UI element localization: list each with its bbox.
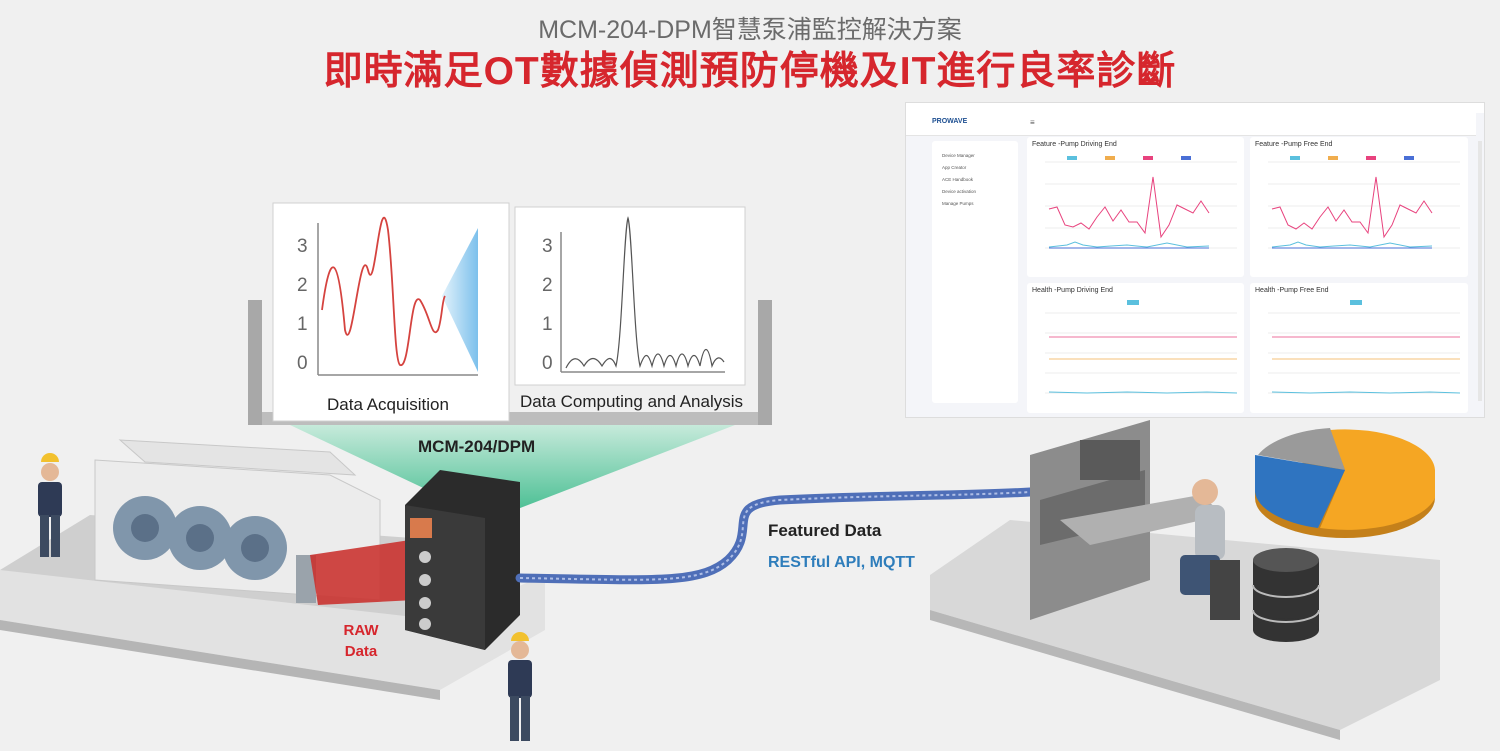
control-platform xyxy=(930,520,1440,740)
card-title: Feature -Pump Free End xyxy=(1255,141,1333,148)
acquisition-card xyxy=(272,202,510,422)
spectrum-fan xyxy=(442,228,478,372)
y-tick-1-left: 1 xyxy=(297,314,308,335)
dashboard-screenshot: PROWAVE ≡ Device Manager App Creator ACE… xyxy=(905,102,1485,418)
hamburger-menu-icon[interactable]: ≡ xyxy=(1030,118,1035,127)
pie-chart-graphic xyxy=(1255,428,1435,538)
scrollbar[interactable] xyxy=(1478,141,1482,401)
device-label: MCM-204/DPM xyxy=(418,437,536,456)
sidebar-item-manage-pumps[interactable]: Manage Pumps xyxy=(942,201,974,206)
pump-rack xyxy=(94,439,381,603)
sidebar-item-ace-handbook[interactable]: ACE Handbook xyxy=(942,177,974,182)
y-tick-3-left: 3 xyxy=(297,236,308,257)
y-tick-1-right: 1 xyxy=(542,314,553,335)
y-tick-2-left: 2 xyxy=(297,275,308,296)
prowave-logo: PROWAVE xyxy=(932,118,968,125)
feature-free-chart xyxy=(1268,156,1460,249)
data-acquisition-label: Data Acquisition xyxy=(327,395,449,414)
projection-beam xyxy=(290,425,735,510)
data-computing-label: Data Computing and Analysis xyxy=(520,392,744,411)
raw-data-label: Data xyxy=(344,643,378,660)
protocol-label: RESTful API, MQTT xyxy=(768,554,915,571)
sidebar: Device Manager App Creator ACE Handbook … xyxy=(932,141,1018,403)
raw-waveform xyxy=(321,216,446,366)
sidebar-item-device-manager[interactable]: Device Manager xyxy=(942,153,975,158)
health-driving-card: Health -Pump Driving End xyxy=(1027,283,1244,413)
featured-data-label: Featured Data xyxy=(768,521,882,540)
analysis-card xyxy=(514,206,746,386)
app-header: PROWAVE ≡ xyxy=(906,113,1476,136)
raw-label: RAW xyxy=(343,622,379,639)
fft-waveform xyxy=(565,216,725,369)
worker-figure-left xyxy=(38,453,62,557)
y-tick-2-right: 2 xyxy=(542,275,553,296)
worker-figure-bottom xyxy=(508,632,532,741)
health-driving-chart xyxy=(1045,300,1238,394)
y-tick-3-right: 3 xyxy=(542,236,553,257)
health-free-card: Health -Pump Free End xyxy=(1250,283,1468,413)
y-tick-0-right: 0 xyxy=(542,353,553,374)
card-title: Health -Pump Free End xyxy=(1255,287,1329,294)
card-title: Health -Pump Driving End xyxy=(1032,287,1113,294)
feature-driving-card: Feature -Pump Driving End xyxy=(1027,137,1244,277)
feature-free-card: Feature -Pump Free End xyxy=(1250,137,1468,277)
raw-data-ribbon xyxy=(310,540,415,605)
feature-driving-chart xyxy=(1045,156,1237,249)
health-free-chart xyxy=(1268,300,1461,394)
database-icon xyxy=(1252,548,1320,642)
subtitle: MCM-204-DPM智慧泵浦監控解決方案 xyxy=(538,16,962,44)
sidebar-item-device-activation[interactable]: Device activation xyxy=(942,189,977,194)
control-console xyxy=(1030,420,1225,620)
operator-figure xyxy=(1180,479,1240,620)
mcm-device xyxy=(405,470,520,650)
card-title: Feature -Pump Driving End xyxy=(1032,141,1117,148)
window-titlebar xyxy=(906,103,1484,113)
page-title: 即時滿足OT數據偵測預防停機及IT進行良率診斷 xyxy=(323,50,1177,93)
sidebar-item-app-creator[interactable]: App Creator xyxy=(942,165,967,170)
y-tick-0-left: 0 xyxy=(297,353,308,374)
